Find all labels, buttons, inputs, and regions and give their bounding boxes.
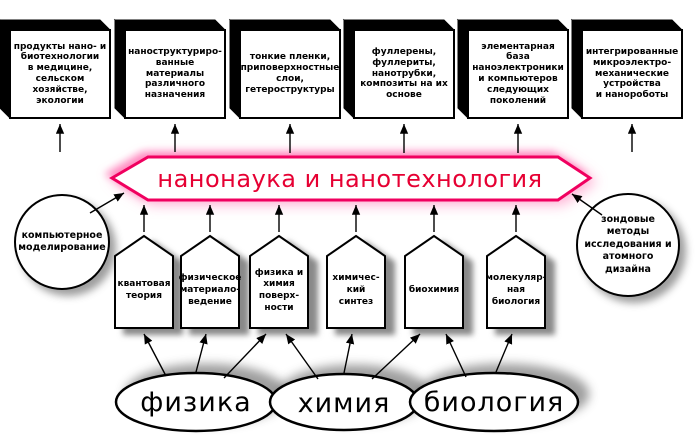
top-box-shape-3 [228, 18, 342, 120]
right-circle-shape [576, 193, 680, 297]
top-box-shape-4 [342, 18, 456, 120]
box-side-face [229, 18, 241, 120]
left-circle-shape [14, 194, 110, 290]
top-box-shape-6 [570, 18, 684, 120]
house-shape-2 [180, 234, 240, 329]
arrow-physics-house3 [223, 333, 267, 379]
science-ellipse-physics [114, 371, 278, 433]
arrow-chemistry-house3 [285, 333, 319, 380]
house-shape-1 [114, 234, 174, 329]
arrow-chemistry-house4 [343, 333, 355, 374]
arrow-biology-house6 [495, 333, 513, 373]
arrow-left-circle-banner [89, 192, 125, 214]
box-side-face [343, 18, 355, 120]
top-box-shape-5 [456, 18, 570, 120]
box-front-face [9, 29, 111, 119]
science-ellipse-chemistry [268, 372, 420, 432]
box-top-face [0, 19, 112, 31]
box-top-face [456, 19, 570, 31]
box-side-face [114, 18, 126, 120]
box-front-face [353, 29, 455, 119]
house-shape-4 [326, 234, 386, 329]
house-shape-3 [249, 234, 309, 329]
box-side-face [457, 18, 469, 120]
box-side-face [571, 18, 583, 120]
arrow-biology-house5 [445, 333, 467, 378]
box-front-face [467, 29, 569, 119]
box-top-face [113, 19, 227, 31]
box-side-face [0, 19, 11, 120]
house-shape-6 [486, 234, 546, 329]
arrow-right-circle-banner [571, 193, 603, 216]
box-top-face [228, 19, 342, 31]
arrow-chemistry-house5 [371, 333, 421, 380]
box-top-face [570, 19, 684, 31]
box-front-face [239, 29, 341, 119]
banner-shape [109, 155, 593, 202]
box-front-face [581, 29, 683, 119]
arrow-physics-house2 [195, 333, 208, 373]
arrow-physics-house1 [143, 333, 167, 377]
top-box-shape-1 [0, 19, 112, 120]
arrows [55, 124, 637, 380]
top-box-shape-2 [113, 18, 227, 120]
box-top-face [342, 19, 456, 31]
box-front-face [124, 29, 226, 119]
house-shape-5 [404, 234, 464, 329]
science-ellipse-biology [408, 371, 580, 433]
